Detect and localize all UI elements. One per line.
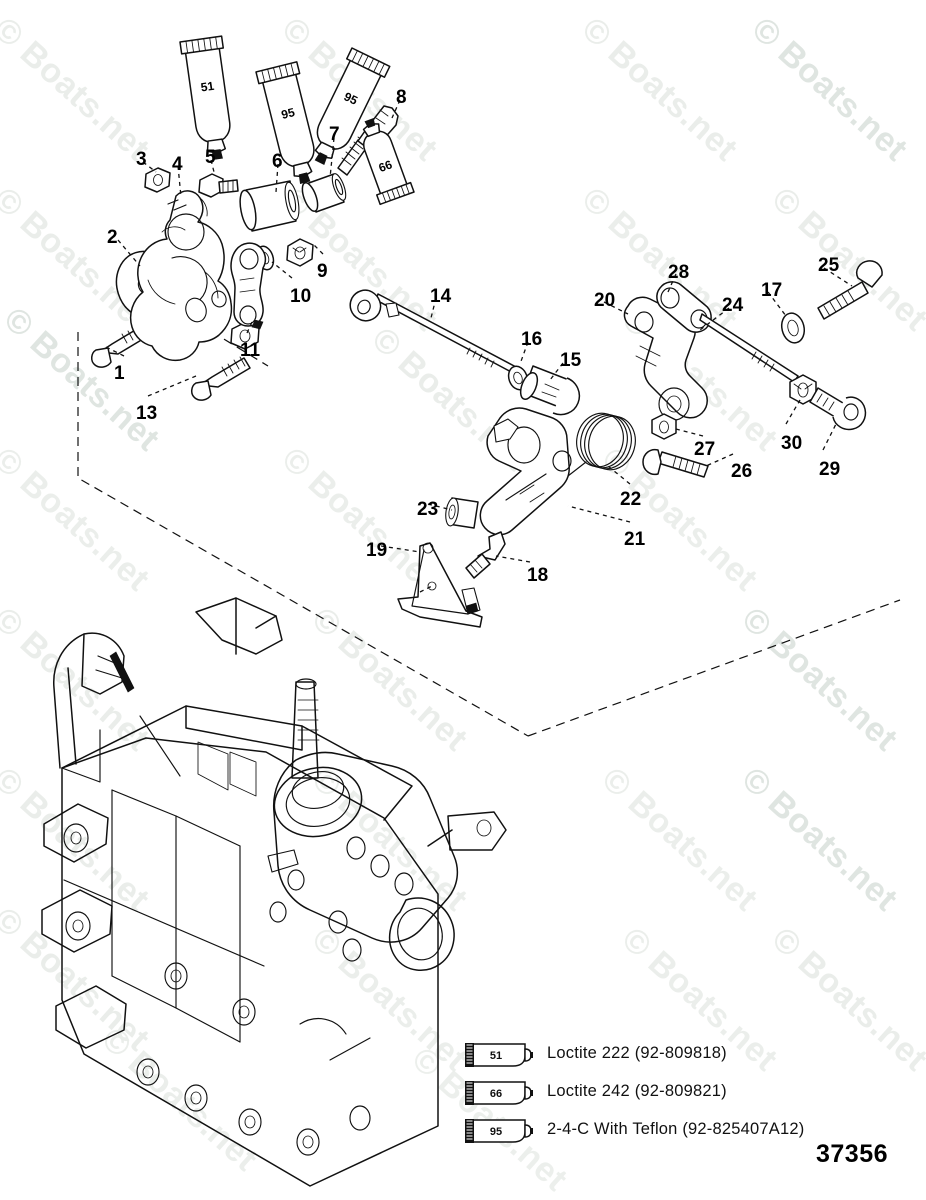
callout-18: 18 bbox=[527, 565, 549, 586]
tube-95b-on-drawing: 95 bbox=[314, 47, 391, 165]
callout-9: 9 bbox=[317, 261, 328, 282]
callout-14: 14 bbox=[430, 286, 452, 307]
callout-10: 10 bbox=[290, 286, 312, 307]
part-25-bolt bbox=[817, 260, 883, 320]
engine-block-assembly bbox=[41, 597, 507, 1187]
tube-51-on-drawing: 51 bbox=[179, 35, 231, 160]
tube-95a-on-drawing: 95 bbox=[255, 61, 315, 184]
callout-16: 16 bbox=[521, 329, 543, 350]
tube-66-on-drawing: 66 bbox=[362, 118, 415, 206]
legend-row: 66 Loctite 242 (92-809821) bbox=[463, 1078, 903, 1116]
part-30-nut bbox=[789, 374, 817, 405]
part-18-bolt bbox=[465, 531, 506, 579]
callout-28: 28 bbox=[668, 262, 690, 283]
callout-22: 22 bbox=[620, 489, 642, 510]
callout-4: 4 bbox=[172, 154, 183, 175]
part-7-bushing bbox=[301, 173, 347, 213]
legend-row: 51 Loctite 222 (92-809818) bbox=[463, 1040, 903, 1078]
legend-tube-icon-66: 66 bbox=[463, 1080, 533, 1106]
callout-11: 11 bbox=[240, 340, 261, 361]
part-9-nut bbox=[286, 238, 314, 267]
legend-tube-icon-51: 51 bbox=[463, 1042, 533, 1068]
part-29-rod-end bbox=[809, 387, 867, 431]
callout-30: 30 bbox=[781, 433, 803, 454]
callout-8: 8 bbox=[396, 87, 407, 108]
part-22-spring bbox=[567, 412, 636, 477]
part-11-link bbox=[230, 242, 267, 330]
callout-15: 15 bbox=[560, 350, 582, 371]
leader-lines bbox=[103, 99, 853, 593]
callout-24: 24 bbox=[722, 295, 744, 316]
legend-label: 2-4-C With Teflon (92-825407A12) bbox=[547, 1120, 805, 1138]
callout-27: 27 bbox=[694, 439, 716, 460]
part-5-bolt bbox=[198, 173, 239, 198]
callout-17: 17 bbox=[761, 280, 783, 301]
callout-23: 23 bbox=[417, 499, 439, 520]
callout-29: 29 bbox=[819, 459, 841, 480]
callout-3: 3 bbox=[136, 149, 147, 170]
tube-95a-number: 95 bbox=[280, 105, 297, 122]
part-6-sleeve bbox=[239, 180, 300, 232]
part-3-nut bbox=[144, 167, 171, 193]
callout-5: 5 bbox=[205, 147, 216, 168]
callout-21: 21 bbox=[624, 529, 646, 550]
callout-1: 1 bbox=[114, 363, 125, 384]
legend-label: Loctite 222 (92-809818) bbox=[547, 1044, 727, 1062]
tube-95b-number: 95 bbox=[342, 89, 360, 108]
callout-7: 7 bbox=[329, 124, 340, 145]
svg-text:66: 66 bbox=[490, 1088, 502, 1100]
part-26-bolt bbox=[642, 448, 709, 478]
legend-label: Loctite 242 (92-809821) bbox=[547, 1082, 727, 1100]
callout-6: 6 bbox=[272, 151, 283, 172]
callout-2: 2 bbox=[107, 227, 118, 248]
callout-25: 25 bbox=[818, 255, 840, 276]
part-4-bracket bbox=[129, 190, 233, 362]
svg-text:51: 51 bbox=[490, 1050, 502, 1062]
part-13-bolt bbox=[191, 356, 251, 401]
part-27-nut bbox=[651, 413, 677, 440]
part-15-bushing bbox=[519, 365, 581, 416]
part-19-bracket bbox=[397, 542, 483, 628]
legend-block: 51 Loctite 222 (92-809818) 66 Loctite 24… bbox=[463, 1040, 903, 1154]
callout-13: 13 bbox=[136, 403, 158, 424]
legend-tube-icon-95: 95 bbox=[463, 1118, 533, 1144]
svg-text:95: 95 bbox=[490, 1126, 502, 1138]
callout-26: 26 bbox=[731, 461, 753, 482]
part-17-washer bbox=[780, 312, 806, 344]
drawing-number: 37356 bbox=[816, 1140, 889, 1168]
part-24-tie-rod bbox=[699, 313, 799, 383]
tube-51-number: 51 bbox=[200, 79, 215, 95]
tube-66-number: 66 bbox=[377, 157, 395, 175]
callout-19: 19 bbox=[366, 540, 388, 561]
callout-20: 20 bbox=[594, 290, 616, 311]
legend-row: 95 2-4-C With Teflon (92-825407A12) bbox=[463, 1116, 903, 1154]
part-21-lever bbox=[479, 407, 572, 536]
part-23-bushing bbox=[445, 497, 479, 529]
